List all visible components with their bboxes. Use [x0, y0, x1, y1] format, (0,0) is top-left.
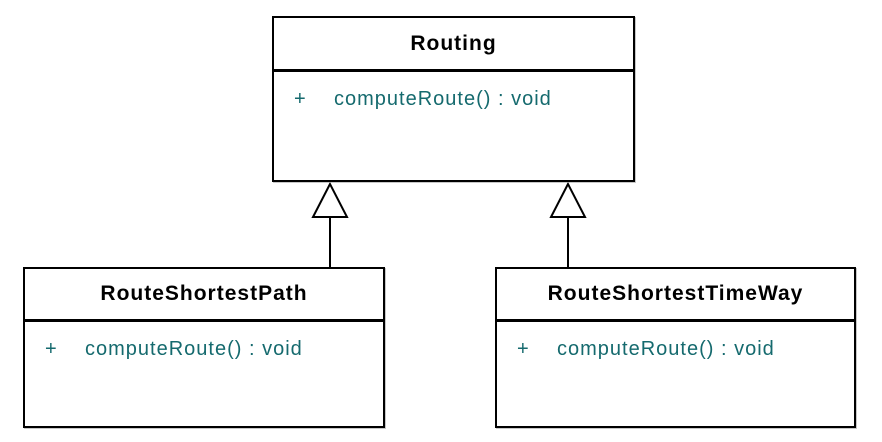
- class-box-routing: Routing + computeRoute() : void: [272, 16, 635, 182]
- generalization-arrow-left: [311, 181, 349, 268]
- member-signature: computeRoute() : void: [334, 88, 552, 110]
- member-signature: computeRoute() : void: [557, 338, 775, 360]
- class-name: RouteShortestTimeWay: [497, 269, 854, 322]
- class-members: + computeRoute() : void: [25, 322, 383, 361]
- class-box-route-shortest-path: RouteShortestPath + computeRoute() : void: [23, 267, 385, 428]
- member-visibility: +: [517, 338, 530, 360]
- member-row: + computeRoute() : void: [45, 338, 377, 361]
- class-members: + computeRoute() : void: [497, 322, 854, 361]
- member-visibility: +: [45, 338, 58, 360]
- member-row: + computeRoute() : void: [294, 88, 627, 111]
- class-members: + computeRoute() : void: [274, 72, 633, 111]
- hollow-triangle-icon: [549, 181, 587, 218]
- class-name: Routing: [274, 18, 633, 72]
- class-box-route-shortest-time-way: RouteShortestTimeWay + computeRoute() : v…: [495, 267, 856, 428]
- class-name: RouteShortestPath: [25, 269, 383, 322]
- member-row: + computeRoute() : void: [517, 338, 848, 361]
- member-signature: computeRoute() : void: [85, 338, 303, 360]
- generalization-arrow-right: [549, 181, 587, 268]
- hollow-triangle-icon: [311, 181, 349, 218]
- member-visibility: +: [294, 88, 307, 110]
